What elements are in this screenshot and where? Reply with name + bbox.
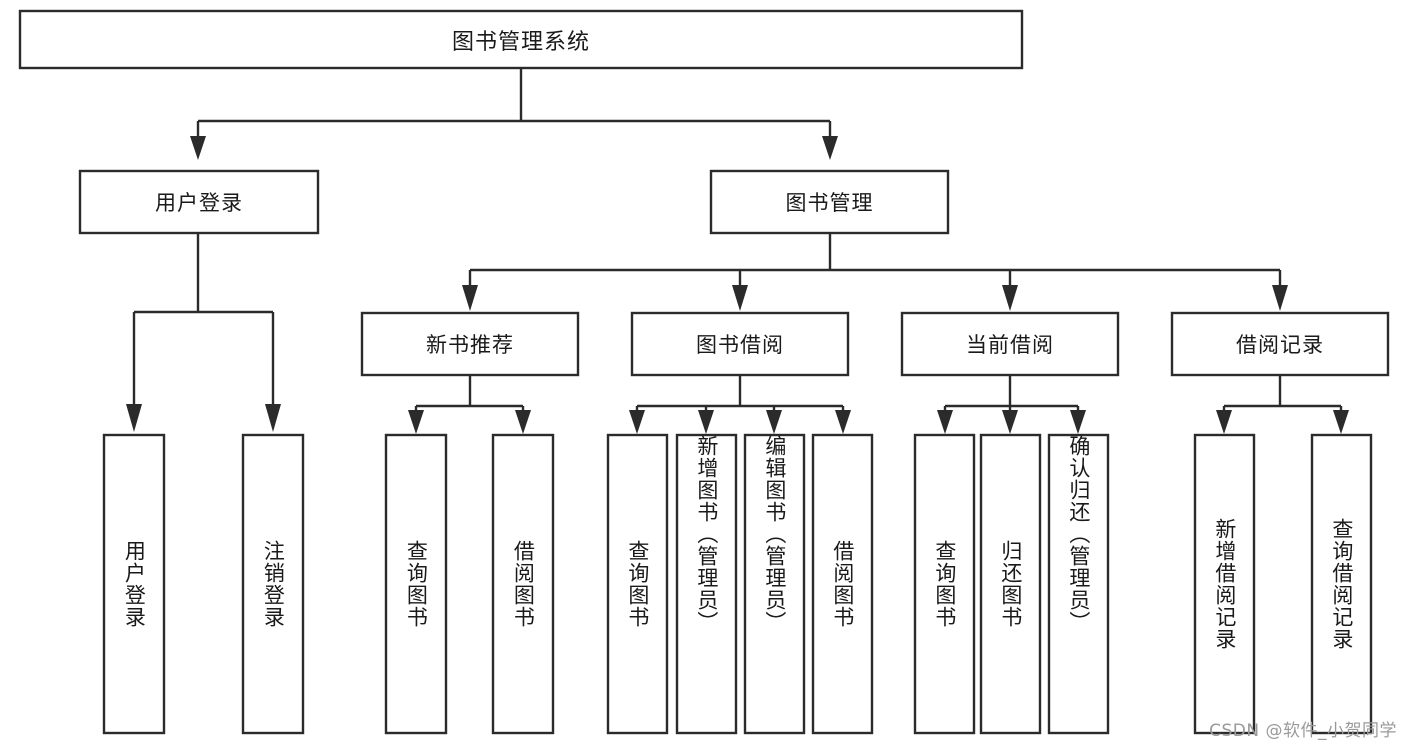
arrow-to-borrow-record bbox=[1272, 285, 1288, 311]
arrow-to-new-book-recommend bbox=[462, 285, 478, 311]
node-box-leaf-nb-query-book[interactable] bbox=[384, 433, 448, 735]
arrow-to-leaf-br-query-record bbox=[1333, 410, 1349, 434]
arrow-to-current-borrow bbox=[1002, 285, 1018, 311]
arrow-to-book-borrow bbox=[732, 285, 748, 311]
arrow-to-leaf-cb-return-book bbox=[1002, 410, 1018, 434]
connector-group-book-manage-to-level3 bbox=[462, 233, 1288, 311]
csdn-watermark: CSDN @软件_小贺同学 bbox=[1209, 721, 1397, 741]
arrow-to-leaf-br-add-record bbox=[1216, 410, 1232, 434]
connector-group-borrow-record-to-leaves bbox=[1216, 375, 1349, 434]
arrow-to-leaf-cb-query-book bbox=[937, 410, 953, 434]
arrow-to-leaf-nb-borrow-book bbox=[515, 410, 531, 434]
node-box-root-system[interactable] bbox=[18, 9, 1024, 70]
arrow-to-leaf-cb-confirm-return bbox=[1070, 410, 1086, 434]
node-box-leaf-user-login[interactable] bbox=[102, 433, 166, 735]
node-box-book-borrow[interactable] bbox=[630, 311, 850, 377]
node-box-user-login[interactable] bbox=[78, 169, 320, 235]
node-box-current-borrow[interactable] bbox=[900, 311, 1120, 377]
connector-group-root-to-level2 bbox=[190, 69, 838, 160]
node-box-leaf-cb-confirm-return[interactable] bbox=[1047, 433, 1110, 735]
node-box-leaf-cb-query-book[interactable] bbox=[913, 433, 976, 735]
node-box-new-book-recommend[interactable] bbox=[360, 311, 580, 377]
connector-group-new-book-to-leaves bbox=[408, 375, 531, 434]
arrow-to-leaf-user-login bbox=[126, 404, 142, 432]
arrow-to-leaf-bb-add-book bbox=[698, 410, 714, 434]
connector-group-book-borrow-to-leaves bbox=[629, 375, 851, 434]
node-box-leaf-bb-query-book[interactable] bbox=[606, 433, 669, 735]
arrow-to-user-login bbox=[190, 136, 206, 160]
connector-group-user-login-to-leaves bbox=[126, 233, 281, 432]
node-box-book-manage[interactable] bbox=[709, 169, 950, 235]
node-box-leaf-cb-return-book[interactable] bbox=[979, 433, 1042, 735]
node-box-leaf-logout[interactable] bbox=[241, 433, 305, 735]
node-box-leaf-bb-borrow-book[interactable] bbox=[811, 433, 874, 735]
node-box-leaf-bb-edit-book[interactable] bbox=[743, 433, 806, 735]
connector-group-current-borrow-to-leaves bbox=[937, 375, 1086, 434]
node-box-borrow-record[interactable] bbox=[1170, 311, 1390, 377]
arrow-to-leaf-bb-edit-book bbox=[766, 410, 782, 434]
arrow-to-leaf-bb-query-book bbox=[629, 410, 645, 434]
node-box-leaf-br-add-record[interactable] bbox=[1193, 433, 1256, 735]
arrow-to-leaf-nb-query-book bbox=[408, 410, 424, 434]
node-box-leaf-nb-borrow-book[interactable] bbox=[491, 433, 555, 735]
node-box-leaf-bb-add-book[interactable] bbox=[675, 433, 738, 735]
node-box-leaf-br-query-record[interactable] bbox=[1310, 433, 1373, 735]
arrow-to-leaf-bb-borrow-book bbox=[835, 410, 851, 434]
arrow-to-book-manage bbox=[822, 136, 838, 160]
arrow-to-leaf-logout bbox=[265, 404, 281, 432]
